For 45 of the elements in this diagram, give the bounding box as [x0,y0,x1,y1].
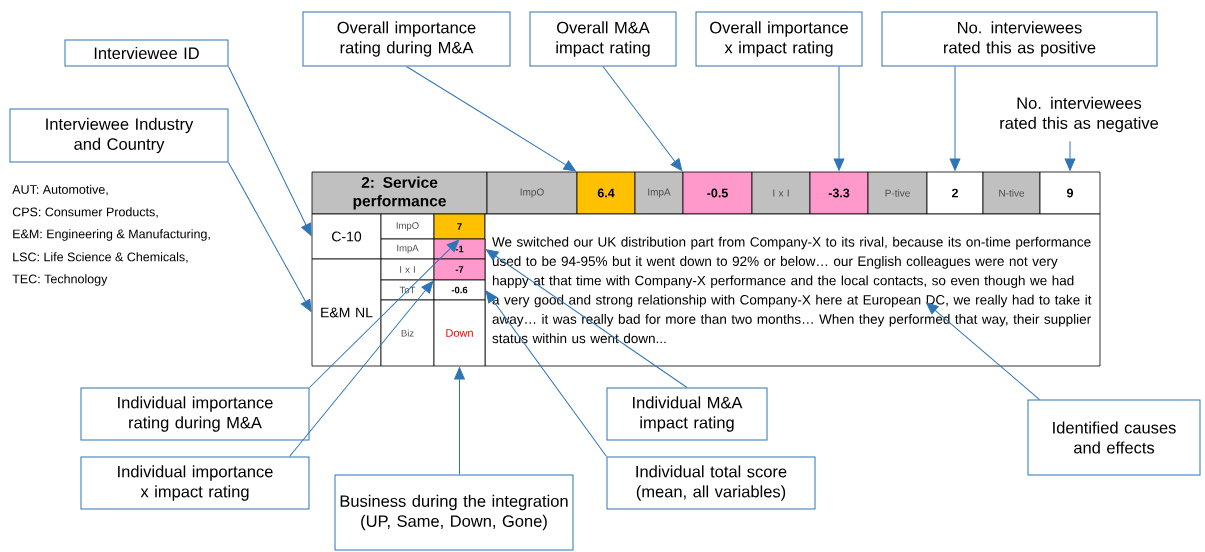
table-cell: -0.5 [682,171,753,215]
callout-box: Individual importance rating during M&A [80,387,310,441]
callout-box: Identified causes and effects [1027,399,1201,476]
abbreviation-text: TEC: Technology [12,274,108,286]
table-cell: ImpO [486,171,578,215]
callout-box: Overall importance x impact rating [695,11,863,67]
table-cell: 2 [926,171,984,215]
table-cell: 6.4 [576,171,636,215]
leader-arrow [485,290,607,457]
table-cell: N-tive [982,171,1041,215]
leader-arrow [309,239,460,388]
table-cell: ImpA [380,238,435,260]
table-cell: -7 [433,258,486,281]
table-cell: 9 [1039,171,1101,215]
leader-arrow [454,367,465,475]
callout-box: Interviewee Industry and Country [9,108,229,163]
callout-box: Individual total score (mean, all variables) [606,456,816,510]
callout-box: No. interviewees rated this as positive [881,11,1158,67]
abbreviation-text: CPS: Consumer Products, [12,207,158,218]
callout-box: Individual importance x impact rating [80,456,310,510]
callout-box: Overall M&A impact rating [529,11,677,67]
leader-arrow [228,66,312,236]
table-cell: ImpA [634,171,684,215]
table-cell: -3.3 [809,171,869,215]
leader-arrow [1064,140,1076,171]
callout-box: Interviewee ID [64,39,229,67]
leader-arrow [602,66,683,172]
leader-arrow [289,280,434,457]
abbreviation-text: AUT: Automotive, [12,184,108,196]
leader-arrow [228,162,312,312]
abbreviation-text: E&M: Engineering & Manufacturing, [13,229,210,241]
leader-arrow [406,66,576,172]
table-cell: -0.6 [433,279,486,301]
abbreviation-text: LSC: Life Science & Chemicals, [13,252,188,263]
table-cell: P-tive [867,171,928,215]
callout-box: Individual M&A impact rating [606,387,768,441]
table-cell: -1 [433,238,486,260]
table-cell: I x I [751,171,811,215]
leader-arrow [926,302,1040,400]
callout-box: Business during the integration (UP, Same, Down, Gone) [334,474,574,551]
leader-arrow [833,66,845,171]
leader-arrow [949,66,961,171]
table-cell: 2: Service performance [311,171,488,215]
callout-box: Overall importance rating during M&A [302,11,511,67]
callout-text: No. interviewees rated this as negative [1000,96,1159,133]
